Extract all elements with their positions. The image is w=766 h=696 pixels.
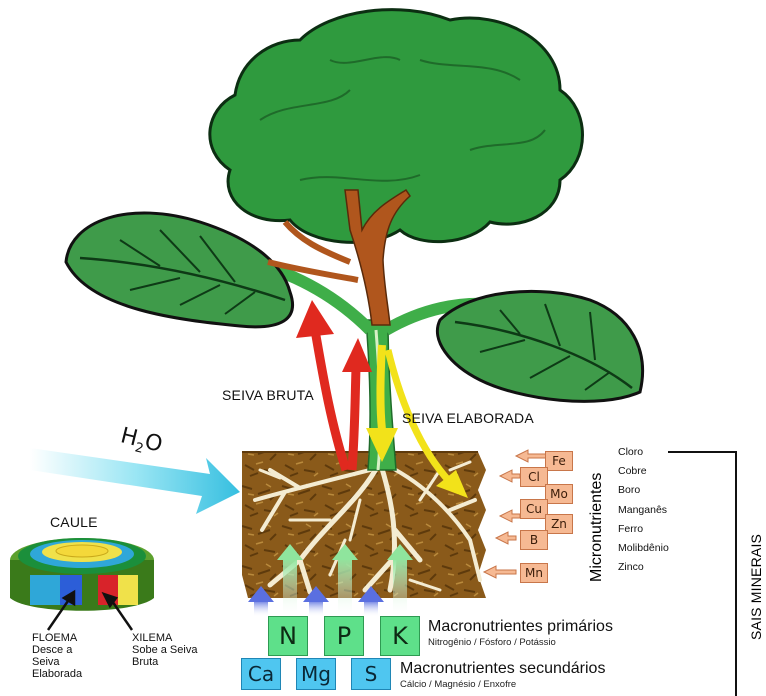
secondary-box-mg: Mg (296, 658, 336, 690)
xilema-label: XILEMA Sobe a Seiva Bruta (132, 632, 197, 668)
seiva-bruta-label: SEIVA BRUTA (222, 387, 314, 403)
micro-list-item: Cobre (618, 462, 669, 481)
seiva-elaborada-label: SEIVA ELABORADA (402, 410, 534, 426)
micro-list: Cloro Cobre Boro Manganês Ferro Molibdên… (618, 443, 669, 577)
micro-box-mn: Mn (520, 563, 548, 583)
secondary-box-ca: Ca (241, 658, 281, 690)
left-leaf (66, 213, 293, 327)
water-arrow (30, 448, 240, 514)
primary-title: Macronutrientes primários (428, 618, 613, 636)
secondary-title: Macronutrientes secundários (400, 660, 605, 678)
stem-cross-section (10, 538, 154, 611)
secondary-subtitle: Cálcio / Magnésio / Enxofre (400, 679, 516, 690)
secondary-box-s: S (351, 658, 391, 690)
micro-box-cl: Cl (520, 467, 548, 487)
micro-list-item: Manganês (618, 501, 669, 520)
micro-list-item: Molibdênio (618, 539, 669, 558)
sais-minerais-bracket (668, 452, 736, 696)
micro-box-zn: Zn (545, 514, 573, 534)
primary-box-n: N (268, 616, 308, 656)
micro-box-cu: Cu (520, 499, 548, 519)
micro-list-item: Boro (618, 481, 669, 500)
micro-box-b: B (520, 530, 548, 550)
primary-box-k: K (380, 616, 420, 656)
micro-list-item: Ferro (618, 520, 669, 539)
micro-box-mo: Mo (545, 484, 573, 504)
micro-list-item: Zinco (618, 558, 669, 577)
micro-box-fe: Fe (545, 451, 573, 471)
sais-minerais-label: SAIS MINERAIS (748, 534, 764, 640)
primary-box-p: P (324, 616, 364, 656)
right-leaf (437, 291, 642, 401)
micronutrientes-label: Micronutrientes (588, 473, 606, 582)
floema-label: FLOEMA Desce a Seiva Elaborada (32, 632, 82, 680)
caule-label: CAULE (50, 514, 98, 530)
micro-list-item: Cloro (618, 443, 669, 462)
primary-subtitle: Nitrogênio / Fósforo / Potássio (428, 637, 556, 648)
